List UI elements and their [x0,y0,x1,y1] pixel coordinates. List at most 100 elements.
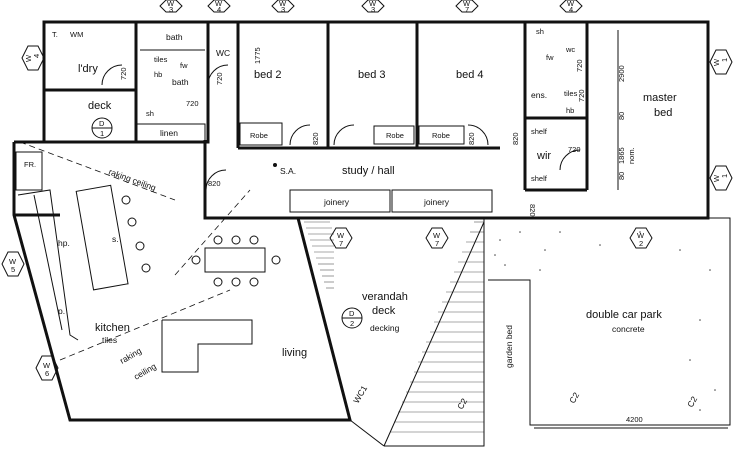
window-marker-w7-a: W 7 [455,0,479,14]
dim-720-bath: 720 [186,99,199,108]
svg-text:W: W [215,0,223,8]
dim-720-wc: 720 [215,72,224,85]
dim-820-bed4: 820 [467,132,476,145]
svg-text:W: W [9,257,17,266]
svg-text:W: W [433,231,441,240]
window-marker-w4-a: W 4 [207,0,231,14]
window-marker-w7-c: W 7 [425,227,449,249]
svg-text:2: 2 [639,239,643,248]
fixture-robe-2: Robe [386,131,404,140]
svg-text:W: W [43,361,51,370]
ramp-hatch [390,221,484,433]
fixture-pantry: p. [58,306,65,316]
fixture-hotplate: hp. [58,238,70,248]
svg-text:D: D [349,309,355,318]
fixture-raking-lower-1: raking [118,345,143,365]
svg-text:W: W [712,174,721,182]
fixture-handbasin-bath: hb [154,70,162,79]
svg-text:W: W [279,0,287,8]
fixture-shower-ensuite: sh [536,27,544,36]
dim-nominal: nom. [627,147,636,164]
door-swings [101,64,581,191]
fixture-wc1: WC1 [351,383,369,405]
window-marker-w6: W 6 [35,355,59,381]
window-marker-w3-c: W 3 [361,0,385,14]
svg-text:1: 1 [720,58,729,62]
kitchen-fittings [15,151,266,373]
dim-720-laundry: 720 [119,67,128,80]
svg-text:W: W [637,231,645,240]
room-wc: WC [216,48,230,58]
svg-text:3: 3 [169,5,173,14]
fixture-c2-b: C2 [567,390,581,405]
window-marker-w4-b: W 4 [559,0,583,14]
dim-1775: 1775 [253,47,262,64]
dim-720-ensuite-2: 720 [577,89,586,102]
fixture-floor-waste-2: fw [546,53,554,62]
room-kitchen-finish: tiles [102,335,117,345]
svg-text:1: 1 [720,174,729,178]
svg-text:2: 2 [350,319,354,328]
fixture-tiles-ensuite: tiles [564,89,578,98]
svg-text:5: 5 [11,265,15,274]
dim-80-upper: 80 [617,112,626,120]
dim-820-bed2: 820 [311,132,320,145]
room-bed-3: bed 3 [358,69,386,81]
room-car-park-finish: concrete [612,324,645,334]
fixture-shelf-top: shelf [531,127,548,136]
dim-80-lower: 80 [617,172,626,180]
svg-text:4: 4 [32,54,41,58]
fixture-robe-1: Robe [250,131,268,140]
fixture-raking-ceiling-upper: raking ceiling [107,166,157,192]
room-verandah: verandah [362,291,408,303]
fixture-fridge: FR. [24,160,36,169]
room-ensuite: ens. [531,90,547,100]
room-car-park: double car park [586,309,662,321]
window-marker-w3-b: W 3 [271,0,295,14]
svg-text:3: 3 [281,5,285,14]
fixture-raking-lower-2: ceiling [132,361,158,382]
svg-text:4: 4 [217,5,221,14]
fixture-handbasin-ensuite: hb [566,106,574,115]
svg-text:W: W [167,0,175,8]
svg-text:7: 7 [339,239,343,248]
svg-text:7: 7 [465,5,469,14]
window-marker-w4-left: W 4 [21,45,45,71]
room-deck: deck [88,100,112,112]
svg-text:W: W [24,54,33,62]
svg-text:W: W [369,0,377,8]
svg-text:4: 4 [569,5,573,14]
room-bed-4: bed 4 [456,69,484,81]
room-master-bed-line2: bed [654,107,672,119]
window-marker-w5: W 5 [1,251,25,277]
svg-text:W: W [712,58,721,66]
dim-820-hall: 820 [208,179,221,188]
room-living: living [282,347,307,359]
fixture-c2-c: C2 [685,394,699,409]
fixture-smoke-alarm: S.A. [280,166,296,176]
room-bath-lower: bath [172,77,189,87]
room-linen: linen [160,128,178,138]
window-marker-w1-b: W 1 [709,165,733,191]
svg-text:W: W [337,231,345,240]
fixture-c2-a: C2 [455,396,469,411]
walls [12,20,731,447]
door-marker-d1: D 1 [91,117,113,139]
verandah-hatch [304,221,334,289]
joinery [289,189,493,213]
dining-chairs [121,195,281,287]
fixture-shelf-bottom: shelf [531,174,548,183]
svg-text:W: W [463,0,471,8]
room-verandah-deck: deck [372,305,396,317]
room-laundry: l'dry [78,63,98,75]
room-bath-upper: bath [166,32,183,42]
room-study-hall: study / hall [342,165,395,177]
room-bed-2: bed 2 [254,69,282,81]
room-verandah-finish: decking [370,323,400,333]
dim-820-master: 820 [528,204,537,217]
fixture-robe-3: Robe [432,131,450,140]
dim-720-wir: 720 [568,145,581,154]
svg-text:6: 6 [45,369,49,378]
fixture-floor-waste-1: fw [180,61,188,70]
